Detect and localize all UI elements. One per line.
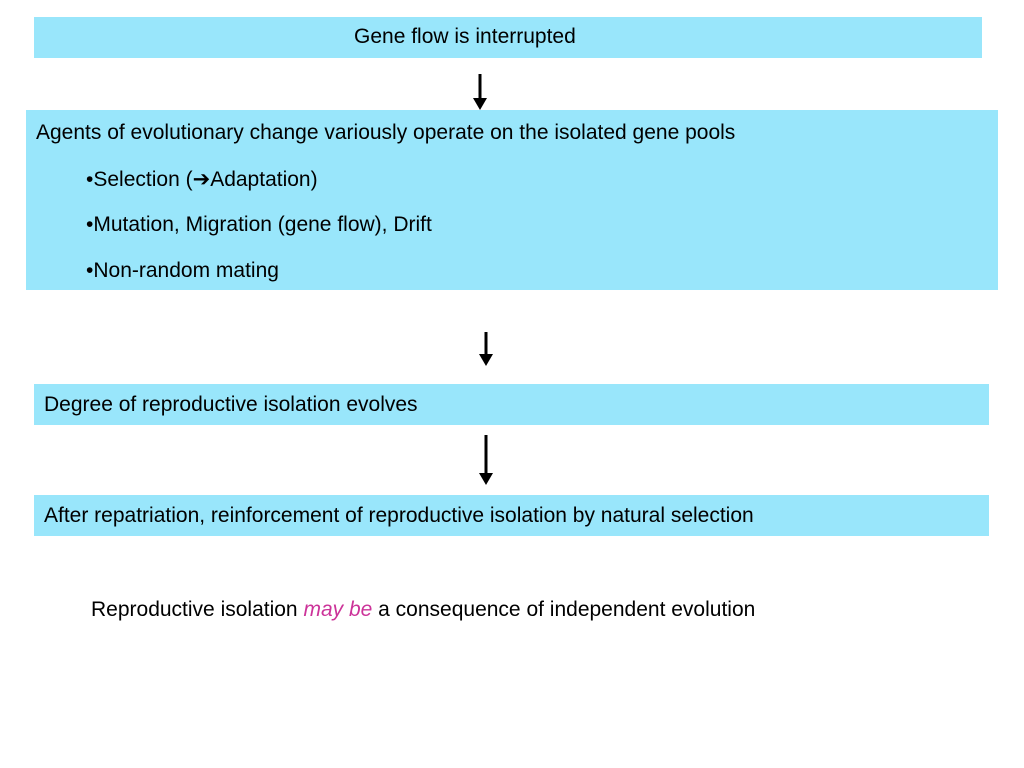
step3-text: Degree of reproductive isolation evolves: [44, 393, 418, 416]
conclusion-text: Reproductive isolation may be a conseque…: [91, 598, 755, 622]
arrow-down-icon: [479, 435, 493, 485]
bullet-selection-after: Adaptation): [210, 168, 318, 191]
bullet-nonrandom: •Non-random mating: [86, 259, 279, 283]
agents-heading: Agents of evolutionary change variously …: [36, 121, 736, 144]
reinforcement-box: After repatriation, reinforcement of rep…: [34, 495, 989, 536]
bullet-nonrandom-text: Non-random mating: [93, 259, 279, 282]
bullet-mark: •: [86, 168, 94, 191]
conclusion-before: Reproductive isolation: [91, 598, 304, 621]
bullet-mark: •: [86, 259, 94, 282]
conclusion-emphasis: may be: [303, 598, 373, 621]
arrow-down-icon: [479, 332, 493, 366]
step1-text: Gene flow is interrupted: [354, 25, 576, 48]
isolation-evolves-box: Degree of reproductive isolation evolves: [34, 384, 989, 425]
bullet-mark: •: [86, 213, 94, 236]
bullet-mutation-text: Mutation, Migration (gene flow), Drift: [93, 213, 432, 236]
agents-of-change-box: Agents of evolutionary change variously …: [26, 110, 998, 290]
right-arrow-icon: ➔: [192, 168, 211, 191]
bullet-selection-before: Selection (: [93, 168, 193, 191]
step4-text: After repatriation, reinforcement of rep…: [44, 504, 754, 527]
bullet-mutation: •Mutation, Migration (gene flow), Drift: [86, 213, 432, 237]
arrow-down-icon: [473, 74, 487, 110]
bullet-selection: •Selection (➔Adaptation): [86, 167, 318, 192]
conclusion-after: a consequence of independent evolution: [372, 598, 756, 621]
gene-flow-interrupted-box: Gene flow is interrupted: [34, 17, 982, 58]
